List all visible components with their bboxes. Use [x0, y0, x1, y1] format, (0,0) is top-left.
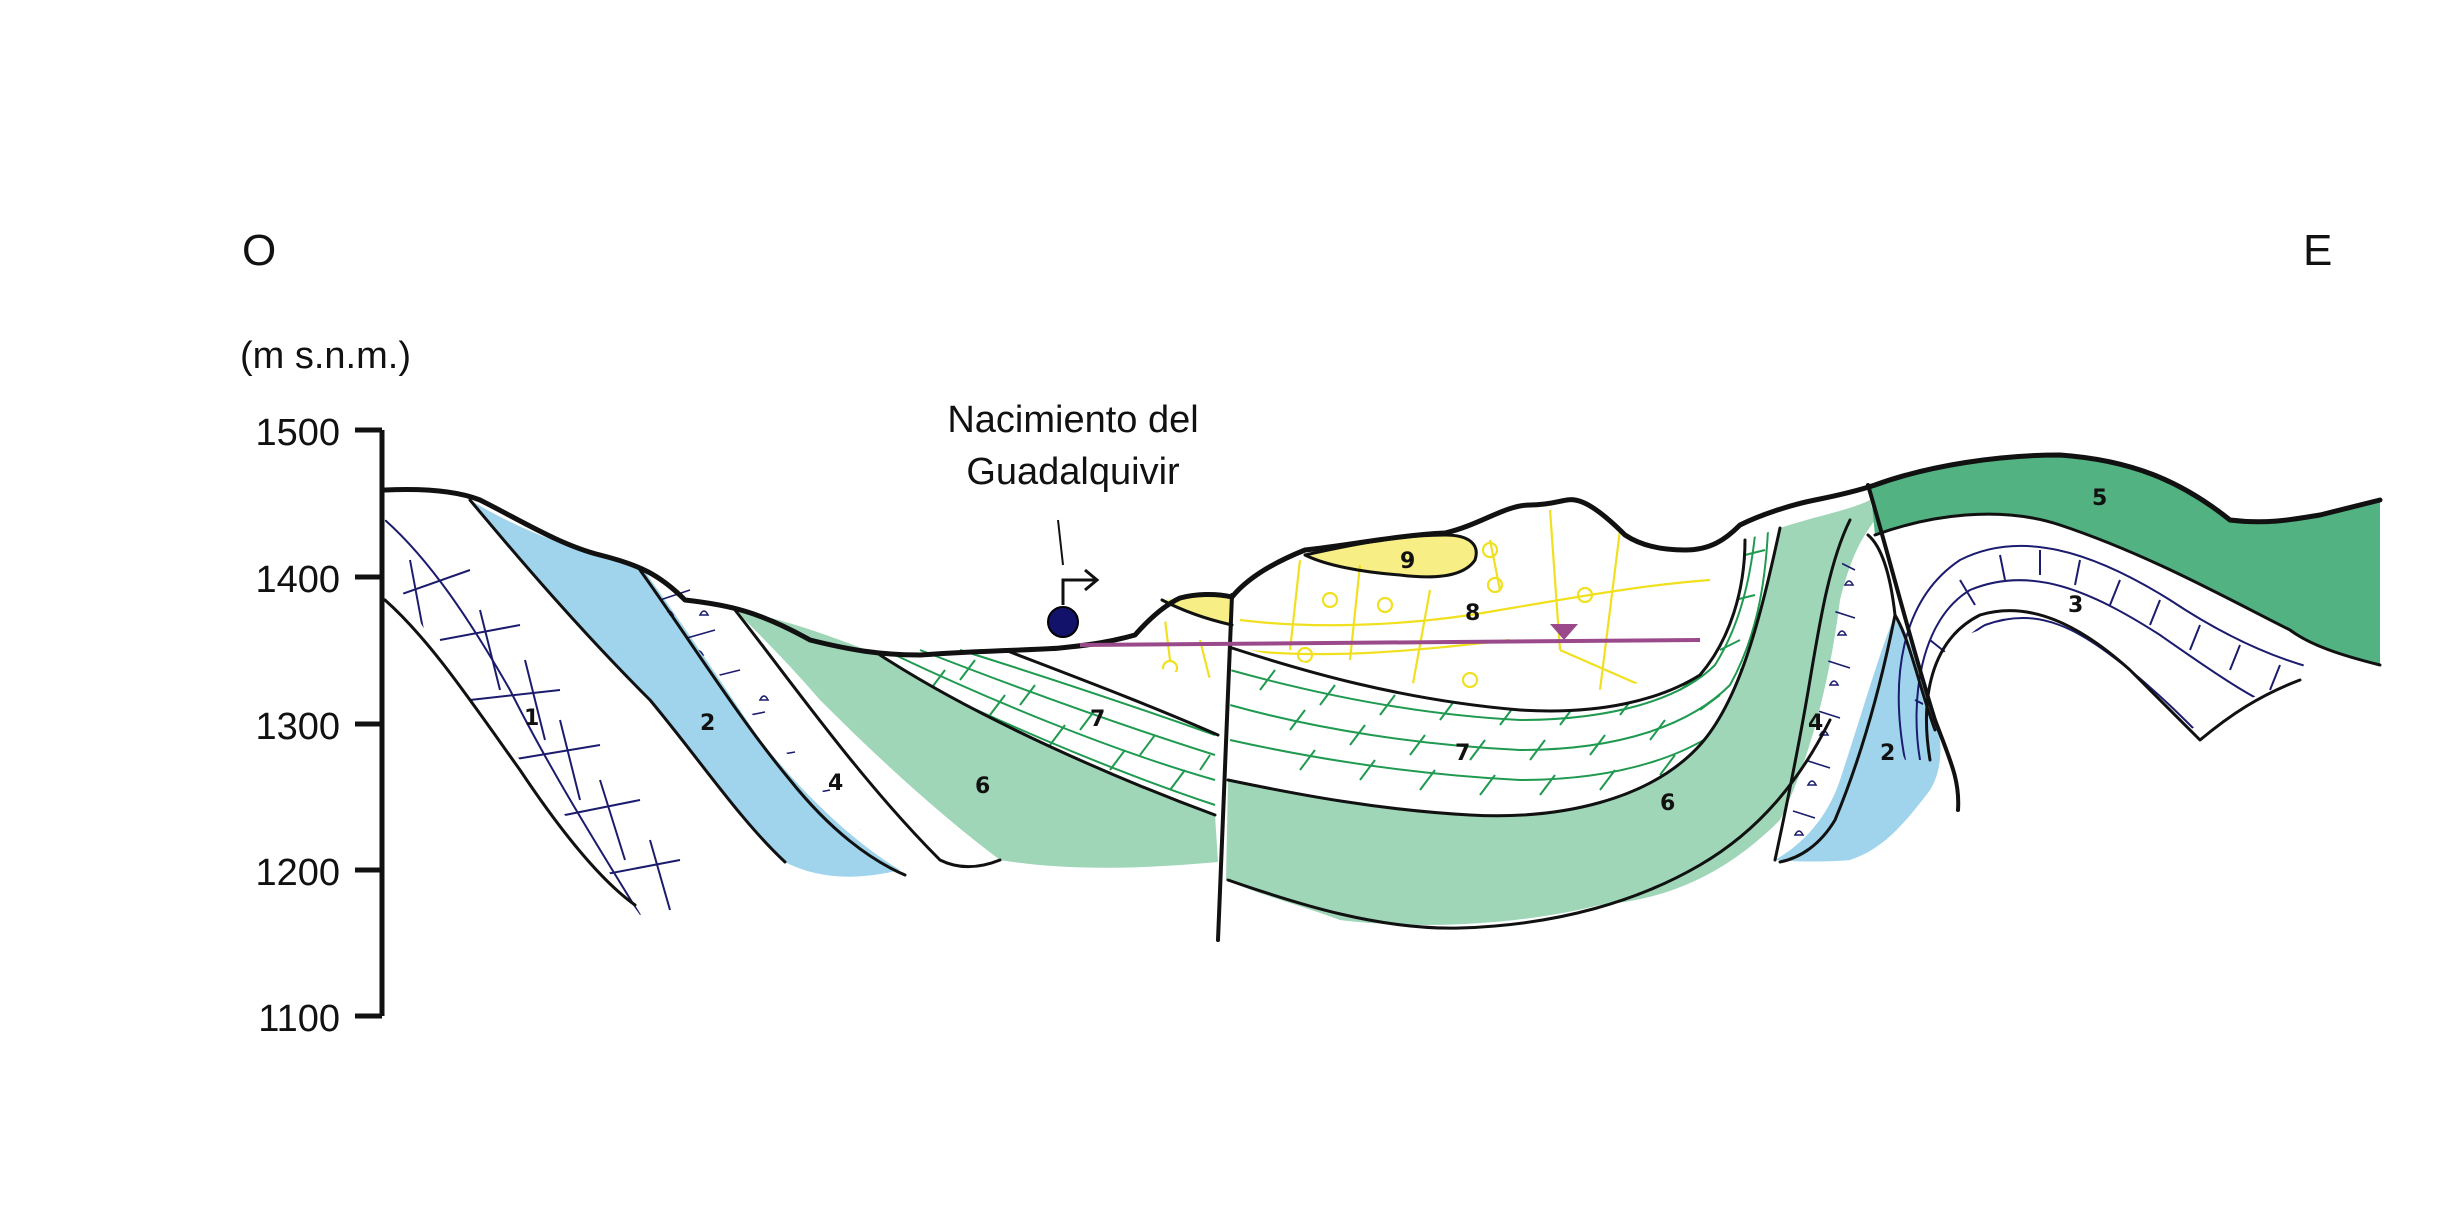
boundary-6-7-west [878, 653, 1217, 817]
unit-label-2-west: 2 [700, 711, 715, 736]
annotation-leader-line [1057, 519, 1064, 566]
unit-label-7-center: 7 [1455, 741, 1470, 766]
unit-9-lens [1305, 535, 1477, 577]
spring-flow-arrow-icon [1061, 568, 1100, 605]
axis-tick-1500: 1500 [255, 412, 340, 454]
annotation-line-2: Guadalquivir [966, 451, 1180, 493]
boundary-7-8-west [1003, 648, 1220, 737]
boundary-5-3 [1873, 512, 2382, 667]
unit-7-center-pattern [1229, 529, 1769, 796]
spring-marker-icon [1047, 606, 1079, 638]
boundary-6-7-center [1226, 526, 1782, 818]
axis-tick-1100: 1100 [258, 998, 340, 1040]
unit-label-3: 3 [2068, 593, 2083, 618]
unit-label-1: 1 [524, 706, 539, 731]
unit-label-8: 8 [1465, 601, 1480, 626]
unit-5 [1870, 455, 2380, 665]
boundary-2-3-east [1893, 613, 1937, 732]
unit-label-6-east: 6 [1660, 791, 1675, 816]
axis-tick-1400: 1400 [255, 559, 340, 601]
boundary-4-6-west [733, 608, 1002, 869]
unit-1-lower-boundary [383, 598, 637, 907]
unit-9-outline [1303, 533, 1478, 579]
unit-label-9: 9 [1400, 549, 1415, 574]
annotation-line-1: Nacimiento del [947, 399, 1198, 441]
unit-9-small-outline [1160, 598, 1234, 627]
axis-tick-1200: 1200 [255, 852, 340, 894]
boundary-4-2-east [1778, 533, 1897, 864]
unit-6-west [735, 610, 1218, 868]
elevation-axis [355, 427, 385, 1019]
unit-9-small-lens [1162, 596, 1232, 625]
boundary-2-4-west [638, 568, 907, 877]
boundary-6-4-east [1773, 518, 1852, 862]
orientation-west: O [242, 226, 276, 275]
axis-tick-1300: 1300 [255, 706, 340, 748]
unit-3-outline [1925, 609, 2302, 762]
unit-label-7-west: 7 [1090, 707, 1105, 732]
axis-unit-label: (m s.n.m.) [240, 335, 411, 377]
fault-central [1216, 593, 1234, 942]
unit-label-5: 5 [2092, 486, 2107, 511]
boundary-7-8-center [1230, 538, 1747, 713]
unit-label-4-east: 4 [1808, 711, 1823, 736]
orientation-east: E [2303, 226, 2332, 275]
unit-6-east [1226, 500, 1875, 925]
water-table-line [1079, 638, 1701, 647]
boundary-6-base [1226, 718, 1832, 930]
unit-label-2-east: 2 [1880, 741, 1895, 766]
water-table-marker-icon [1550, 624, 1578, 640]
unit-label-6-west: 6 [975, 774, 990, 799]
boundary-1-2-west [468, 498, 787, 864]
unit-label-4-west: 4 [828, 771, 843, 796]
fault-east [1866, 483, 1961, 812]
